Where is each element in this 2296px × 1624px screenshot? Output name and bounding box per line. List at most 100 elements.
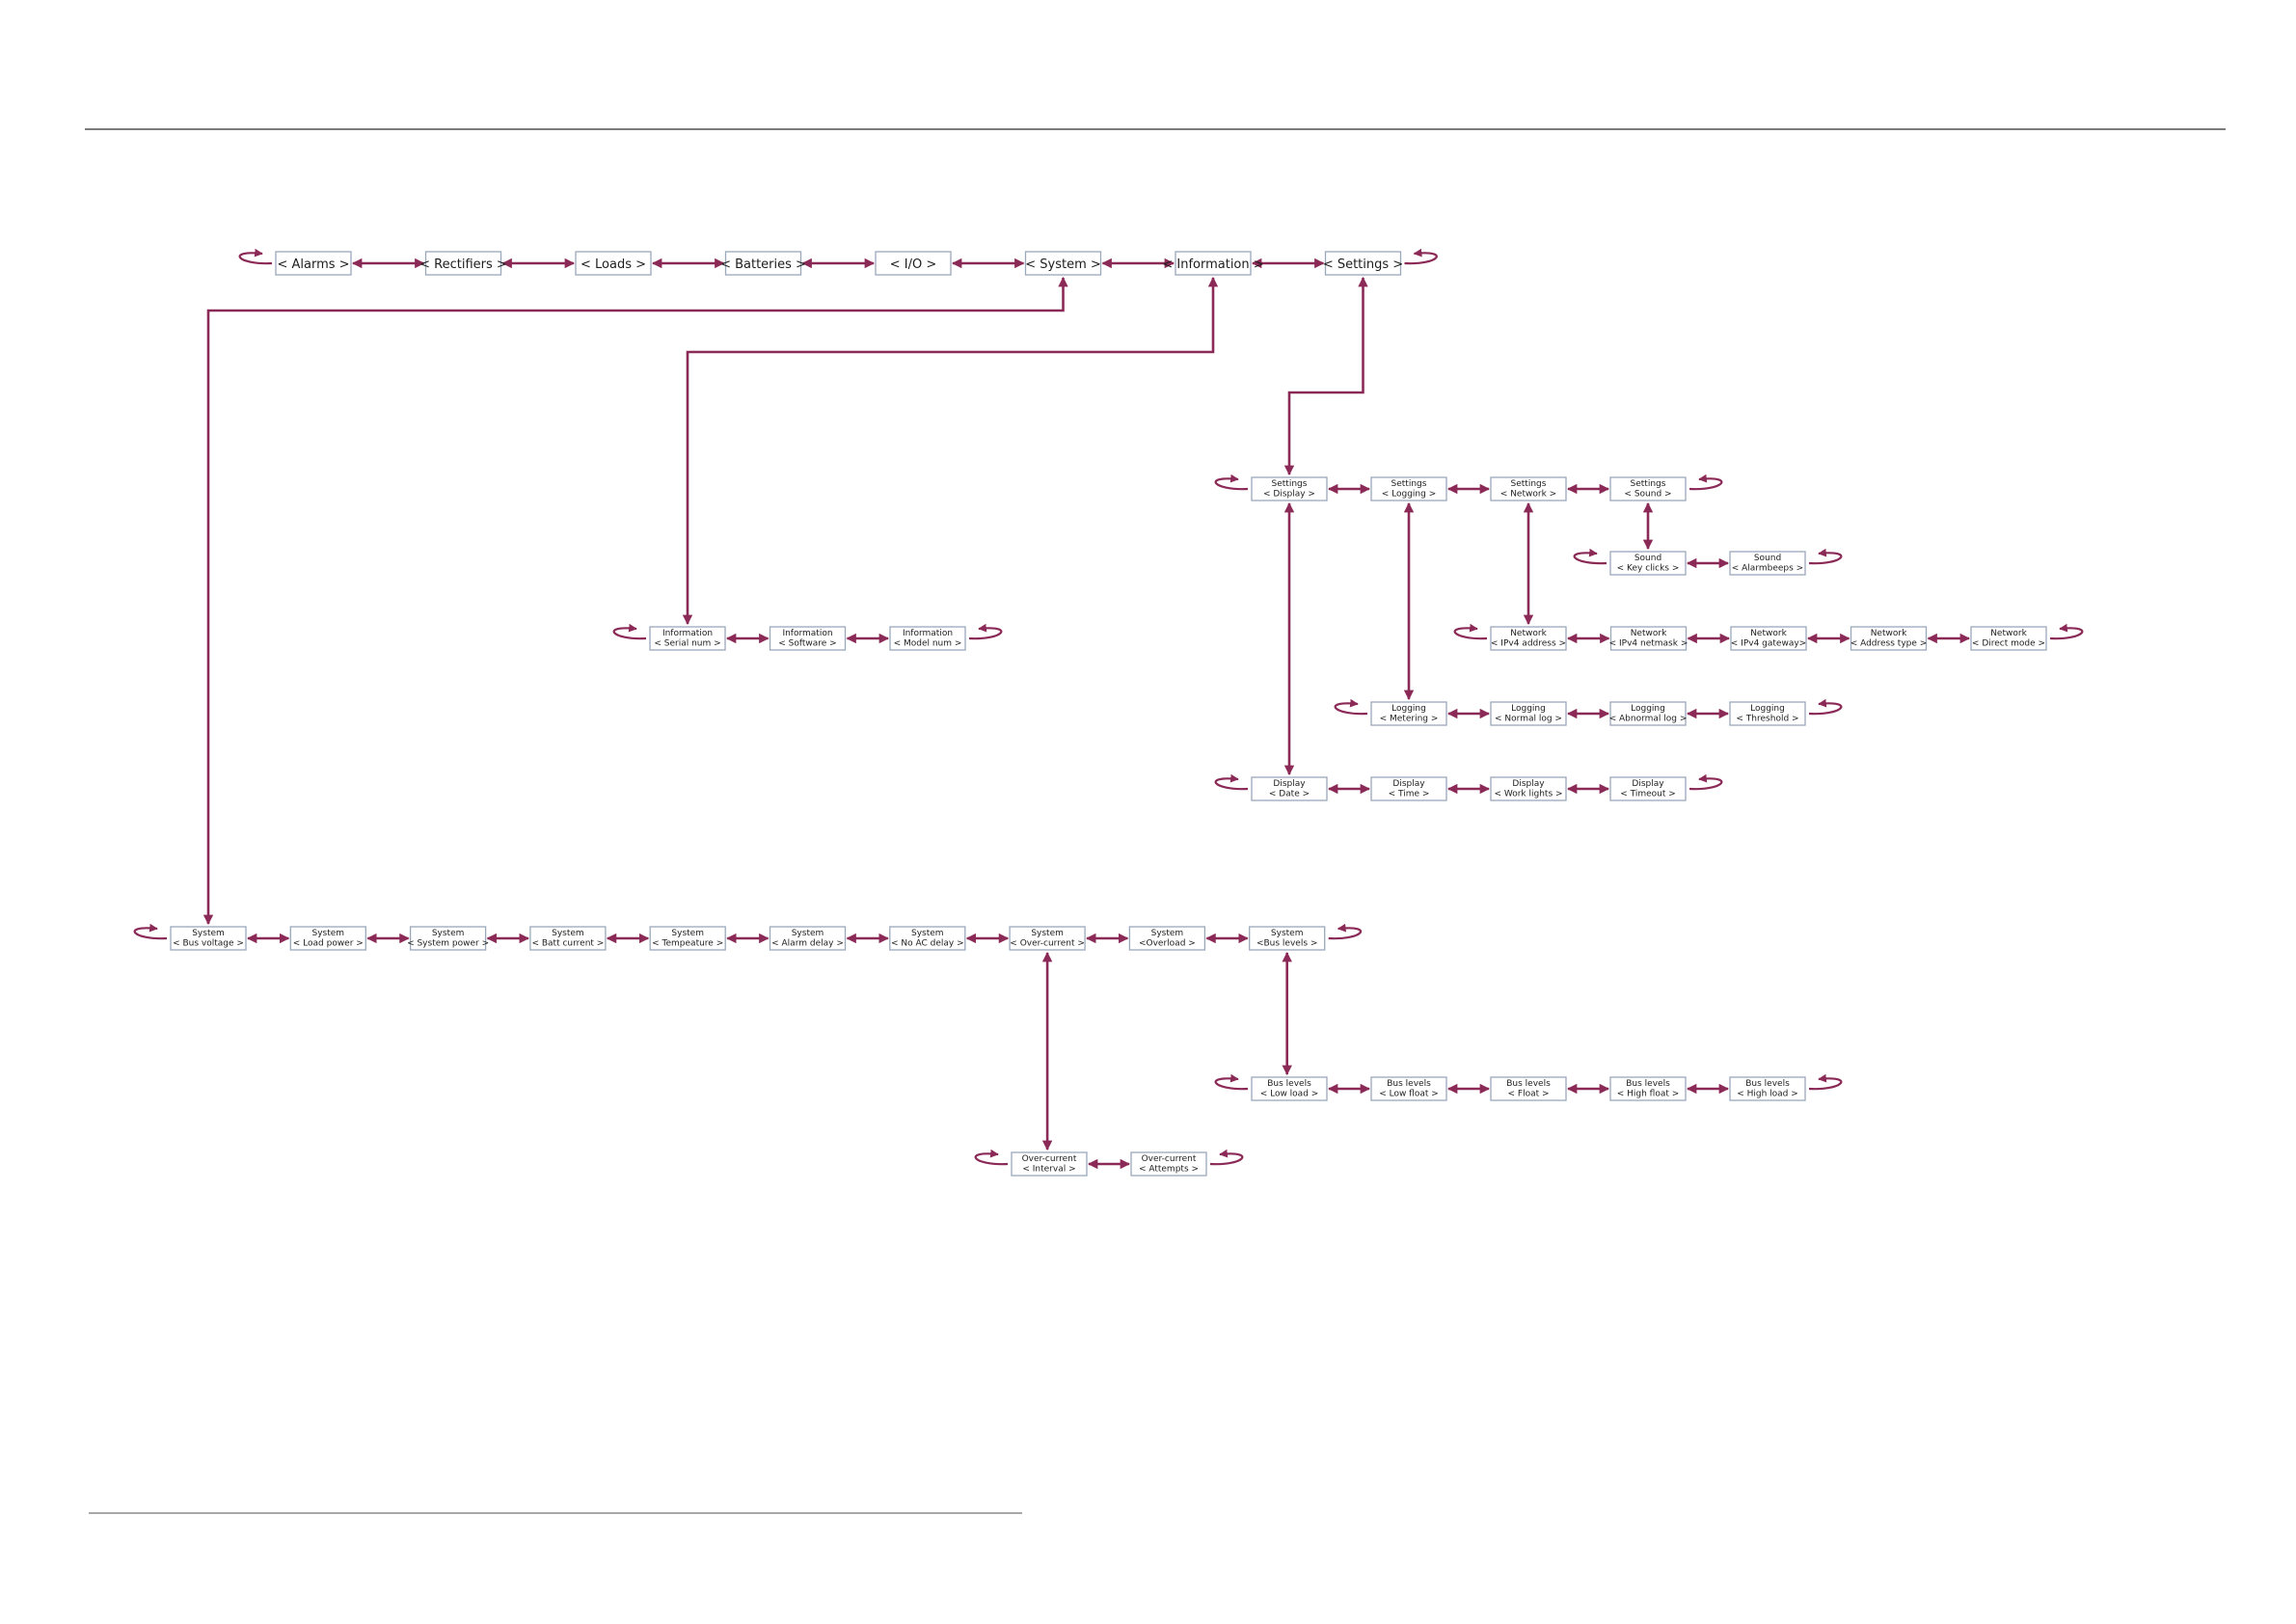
logging-menu-wrap-right bbox=[1808, 698, 1843, 716]
system-menu-item-3: System< Batt current > bbox=[529, 926, 607, 951]
network-menu-item-2-line-0: Network bbox=[1750, 629, 1787, 638]
display-menu-item-0-line-0: Display bbox=[1273, 779, 1306, 789]
over-current-menu-item-0-line-0: Over-current bbox=[1022, 1154, 1077, 1164]
settings-menu-item-2: Settings< Network > bbox=[1490, 476, 1567, 501]
bus-levels-menu-wrap-right bbox=[1808, 1073, 1843, 1091]
display-menu-item-1-line-1: < Time > bbox=[1389, 790, 1430, 799]
network-menu-item-2-line-1: < IPv4 gateway> bbox=[1731, 639, 1806, 649]
system-menu-item-2-line-1: < System power > bbox=[407, 939, 489, 949]
display-menu-item-0: Display< Date > bbox=[1251, 776, 1328, 801]
main-menu-item-1: < Rectifiers > bbox=[419, 251, 507, 276]
network-menu-item-2: Network< IPv4 gateway> bbox=[1730, 626, 1807, 651]
information-menu-item-2-line-0: Information bbox=[903, 629, 953, 638]
network-menu-item-4: Network< Direct mode > bbox=[1970, 626, 2047, 651]
main-menu-item-2: < Loads > bbox=[575, 251, 652, 276]
logging-menu-item-1: Logging< Normal log > bbox=[1490, 701, 1567, 726]
bus-levels-menu-item-1-line-0: Bus levels bbox=[1387, 1079, 1431, 1089]
sound-menu-item-1-line-1: < Alarmbeeps > bbox=[1732, 564, 1803, 574]
main-menu-item-6: < Information > bbox=[1162, 251, 1264, 276]
logging-menu-item-1-line-1: < Normal log > bbox=[1495, 715, 1562, 724]
system-menu-item-7-line-1: < Over-current > bbox=[1010, 939, 1085, 949]
network-menu-item-0-line-1: < IPv4 address > bbox=[1491, 639, 1566, 649]
system-menu-item-4-line-1: < Tempeature > bbox=[652, 939, 723, 949]
logging-menu-item-3-line-1: < Threshold > bbox=[1736, 715, 1798, 724]
settings-menu-item-1: Settings< Logging > bbox=[1370, 476, 1447, 501]
main-menu-item-4: < I/O > bbox=[875, 251, 952, 276]
over-current-menu-item-1-line-1: < Attempts > bbox=[1139, 1165, 1199, 1175]
display-menu-item-2: Display< Work lights > bbox=[1490, 776, 1567, 801]
logging-menu-item-0: Logging< Metering > bbox=[1370, 701, 1447, 726]
information-menu-wrap-left bbox=[612, 623, 647, 640]
network-menu-wrap-right bbox=[2049, 623, 2084, 640]
over-current-menu-item-1: Over-current< Attempts > bbox=[1130, 1151, 1207, 1177]
display-menu-item-2-line-1: < Work lights > bbox=[1494, 790, 1562, 799]
settings-menu-item-0-line-0: Settings bbox=[1272, 479, 1308, 489]
settings-menu-item-3-line-1: < Sound > bbox=[1624, 490, 1671, 500]
information-menu-item-0: Information< Serial num > bbox=[649, 626, 726, 651]
information-menu-wrap-right bbox=[968, 623, 1003, 640]
main-menu-item-4-line-0: < I/O > bbox=[890, 257, 937, 272]
display-menu-wrap-right bbox=[1688, 773, 1723, 791]
display-menu-item-1-line-0: Display bbox=[1392, 779, 1425, 789]
network-menu-item-1-line-0: Network bbox=[1631, 629, 1667, 638]
bus-levels-menu-item-2: Bus levels< Float > bbox=[1490, 1076, 1567, 1101]
logging-menu-wrap-left bbox=[1334, 698, 1368, 716]
bus-levels-menu-item-4-line-0: Bus levels bbox=[1745, 1079, 1790, 1089]
network-menu-item-3-line-0: Network bbox=[1871, 629, 1907, 638]
settings-menu-wrap-left bbox=[1214, 474, 1249, 491]
network-menu-wrap-left bbox=[1453, 623, 1488, 640]
system-menu-item-4-line-0: System bbox=[671, 929, 704, 938]
system-menu-item-1-line-0: System bbox=[312, 929, 345, 938]
sound-menu-item-0: Sound< Key clicks > bbox=[1609, 551, 1687, 576]
display-menu-item-3: Display< Timeout > bbox=[1609, 776, 1687, 801]
link-settings-to-settings-menu bbox=[1283, 276, 1368, 476]
top-rule bbox=[85, 128, 2226, 130]
network-menu-item-4-line-1: < Direct mode > bbox=[1972, 639, 2045, 649]
settings-menu-item-2-line-0: Settings bbox=[1511, 479, 1547, 489]
main-menu-item-5-line-0: < System > bbox=[1025, 257, 1101, 272]
main-menu-item-1-line-0: < Rectifiers > bbox=[419, 257, 507, 272]
main-menu-item-3-line-0: < Batteries > bbox=[720, 257, 806, 272]
network-menu-item-3: Network< Address type > bbox=[1850, 626, 1927, 651]
system-menu-item-9-line-1: <Bus levels > bbox=[1256, 939, 1317, 949]
bus-levels-menu-wrap-left bbox=[1214, 1073, 1249, 1091]
sound-menu-item-0-line-1: < Key clicks > bbox=[1617, 564, 1680, 574]
system-menu-item-6-line-1: < No AC delay > bbox=[891, 939, 964, 949]
system-menu-wrap-left bbox=[133, 923, 168, 940]
settings-menu-item-2-line-1: < Network > bbox=[1500, 490, 1556, 500]
logging-menu-item-0-line-1: < Metering > bbox=[1380, 715, 1439, 724]
display-menu-item-3-line-1: < Timeout > bbox=[1620, 790, 1676, 799]
sound-menu-wrap-right bbox=[1808, 548, 1843, 565]
main-menu-item-6-line-0: < Information > bbox=[1162, 257, 1263, 272]
main-menu-wrap-left bbox=[238, 248, 273, 265]
system-menu-item-6: System< No AC delay > bbox=[889, 926, 966, 951]
over-current-menu-item-1-line-0: Over-current bbox=[1142, 1154, 1197, 1164]
bus-levels-menu-item-4-line-1: < High load > bbox=[1737, 1090, 1798, 1099]
logging-menu-item-2-line-1: < Abnormal log > bbox=[1609, 715, 1688, 724]
settings-menu-item-3: Settings< Sound > bbox=[1609, 476, 1687, 501]
information-menu-item-2-line-1: < Model num > bbox=[894, 639, 962, 649]
system-menu-item-0-line-0: System bbox=[192, 929, 225, 938]
information-menu-item-2: Information< Model num > bbox=[889, 626, 966, 651]
display-menu-item-0-line-1: < Date > bbox=[1269, 790, 1310, 799]
over-current-menu-item-0: Over-current< Interval > bbox=[1011, 1151, 1088, 1177]
network-menu-item-4-line-0: Network bbox=[1990, 629, 2027, 638]
over-current-menu-item-0-line-1: < Interval > bbox=[1022, 1165, 1075, 1175]
logging-menu-item-1-line-0: Logging bbox=[1511, 704, 1546, 714]
information-menu-item-1: Information< Software > bbox=[769, 626, 847, 651]
settings-menu-item-1-line-1: < Logging > bbox=[1382, 490, 1437, 500]
link-information-to-information-menu bbox=[682, 276, 1219, 626]
network-menu-item-0-line-0: Network bbox=[1510, 629, 1547, 638]
bus-levels-menu-item-3: Bus levels< High float > bbox=[1609, 1076, 1687, 1101]
bus-levels-menu-item-1-line-1: < Low float > bbox=[1379, 1090, 1439, 1099]
system-menu-item-5: System< Alarm delay > bbox=[769, 926, 847, 951]
system-menu-item-5-line-1: < Alarm delay > bbox=[771, 939, 844, 949]
display-menu-item-3-line-0: Display bbox=[1632, 779, 1664, 789]
main-menu-item-5: < System > bbox=[1024, 251, 1102, 276]
system-menu-item-0-line-1: < Bus voltage > bbox=[173, 939, 244, 949]
system-menu-item-3-line-1: < Batt current > bbox=[531, 939, 604, 949]
over-current-menu-wrap-left bbox=[974, 1149, 1009, 1166]
logging-menu-item-2: Logging< Abnormal log > bbox=[1609, 701, 1688, 726]
system-menu-item-4: System< Tempeature > bbox=[649, 926, 726, 951]
system-menu-item-8-line-0: System bbox=[1151, 929, 1184, 938]
